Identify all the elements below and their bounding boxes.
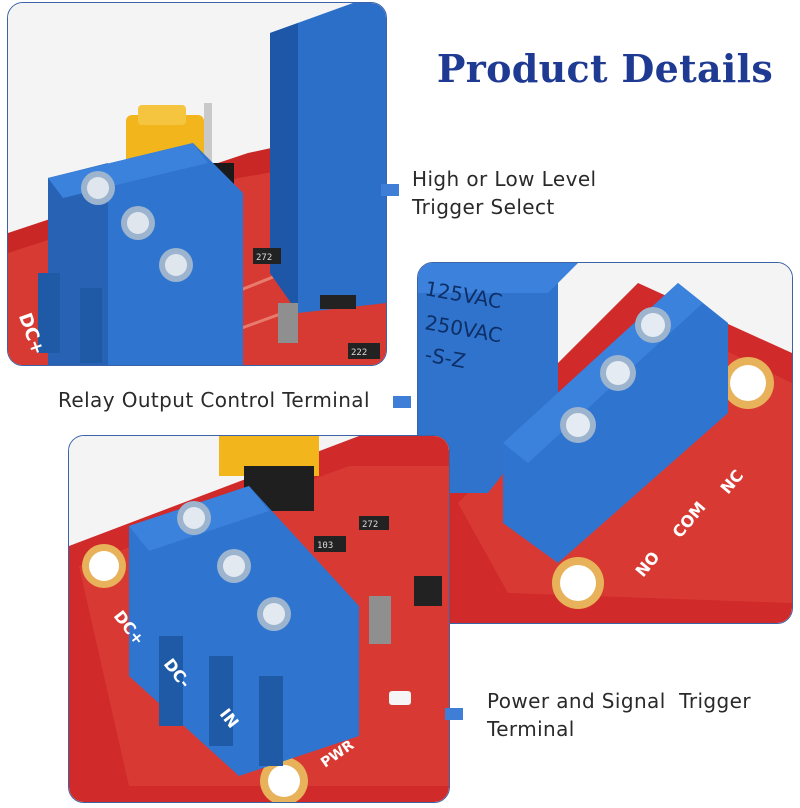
power-signal-photo: 103 272 DC+ DC- IN PWR <box>68 435 450 803</box>
callout-text: Power and Signal Trigger <box>487 689 751 713</box>
resistor-label: 222 <box>351 348 367 358</box>
resistor-label: 272 <box>362 520 378 530</box>
trigger-select-photo: 272 222 DC+ <box>7 2 387 366</box>
relay-output-photo: 125VAC 250VAC -S-Z NO COM NC <box>417 262 793 624</box>
resistor-label: 272 <box>256 253 272 263</box>
callout-text: Terminal <box>487 717 575 741</box>
callout-marker <box>381 184 399 196</box>
page-title: Product Details <box>436 46 774 91</box>
callout-marker <box>445 708 463 720</box>
resistor-label: 103 <box>317 541 333 551</box>
callout-relay-output: Relay Output Control Terminal <box>58 388 370 412</box>
callout-text: Trigger Select <box>412 195 555 219</box>
power-signal-illustration: 103 272 DC+ DC- IN PWR <box>69 436 449 802</box>
trigger-select-illustration: 272 222 DC+ <box>8 3 386 365</box>
callout-marker <box>393 396 411 408</box>
callout-text: High or Low Level <box>412 167 597 191</box>
callout-power-signal: Power and Signal Trigger Terminal <box>487 687 751 743</box>
callout-trigger-select: High or Low Level Trigger Select <box>412 165 596 221</box>
relay-output-illustration: 125VAC 250VAC -S-Z NO COM NC <box>418 263 792 623</box>
